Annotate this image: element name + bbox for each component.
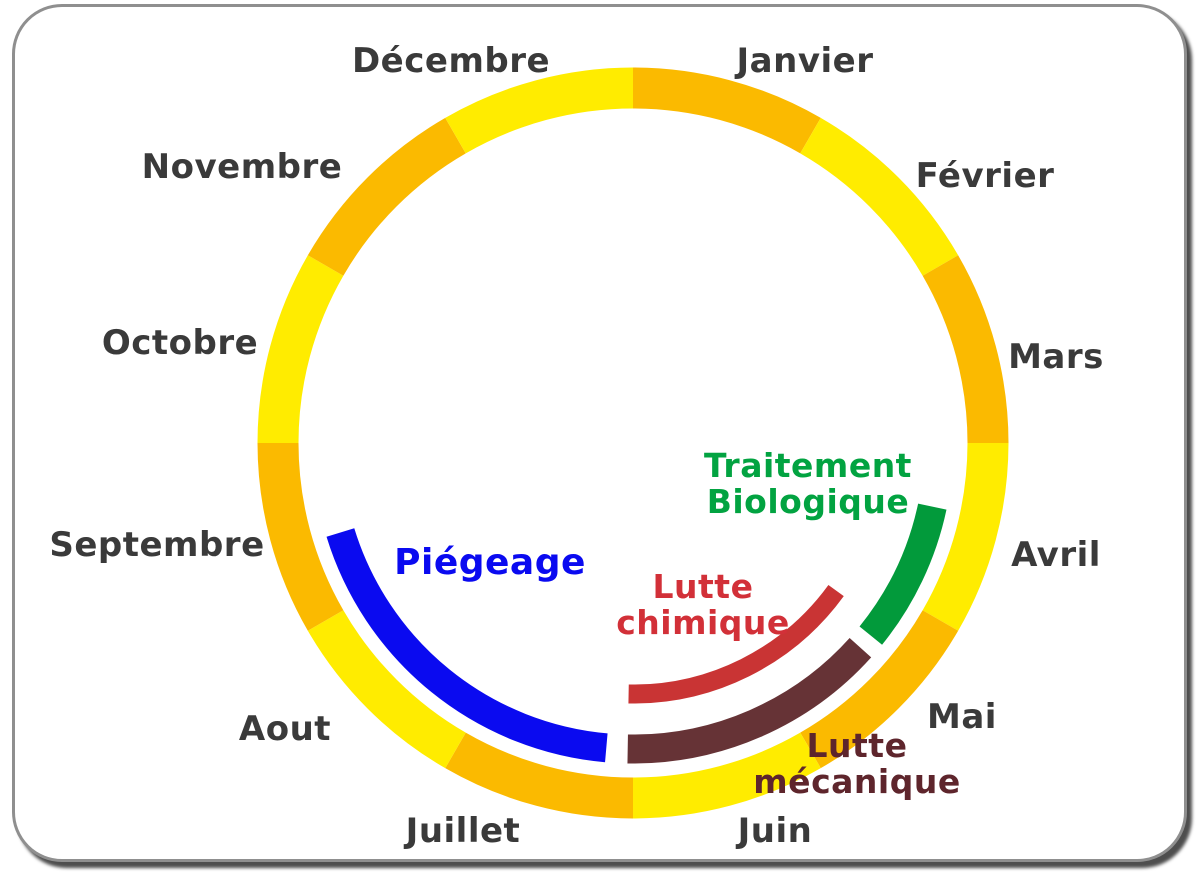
ring-segment-decembre	[445, 67, 634, 154]
month-label-septembre: Septembre	[49, 525, 264, 565]
arc-piegeage	[326, 528, 608, 763]
ring-segment-septembre	[257, 442, 344, 631]
label-traitement-biologique-line1: Traitement	[704, 446, 912, 485]
month-label-aout: Aout	[239, 709, 331, 749]
month-label-novembre: Novembre	[142, 147, 343, 187]
month-label-avril: Avril	[1011, 535, 1101, 575]
month-label-octobre: Octobre	[102, 323, 258, 363]
month-label-juin: Juin	[736, 811, 813, 851]
label-lutte-chimique-line1: Lutte	[653, 567, 754, 606]
ring-segment-mai	[800, 610, 959, 769]
ring-segment-janvier	[632, 67, 821, 154]
ring-segment-aout	[307, 610, 466, 769]
month-label-fevrier: Février	[916, 156, 1055, 196]
ring-segment-octobre	[257, 255, 344, 444]
label-traitement-biologique-line2: Biologique	[707, 482, 910, 521]
ring-segment-juin	[632, 732, 821, 819]
month-labels: Janvier Février Mars Avril Mai Juin Juil…	[49, 41, 1104, 851]
label-piegeage: Piégeage	[394, 542, 586, 583]
ring-segment-avril	[922, 442, 1009, 631]
month-label-decembre: Décembre	[352, 41, 550, 81]
month-label-mars: Mars	[1008, 337, 1104, 377]
month-label-janvier: Janvier	[735, 41, 874, 81]
label-lutte-chimique-line2: chimique	[616, 603, 790, 642]
ring-segment-juillet	[445, 732, 634, 819]
ring-segment-fevrier	[800, 117, 959, 276]
month-ring	[257, 67, 1009, 819]
ring-segment-novembre	[307, 117, 466, 276]
month-label-juillet: Juillet	[404, 811, 521, 851]
arc-traitement-biologique	[859, 503, 947, 645]
label-lutte-mecanique-line2: mécanique	[753, 762, 960, 801]
arc-lutte-chimique	[628, 585, 844, 704]
treatment-arcs	[326, 503, 947, 764]
arc-lutte-mecanique	[627, 637, 872, 764]
ring-segment-mars	[922, 255, 1009, 444]
treatment-labels: Piégeage Lutte chimique Traitement Biolo…	[394, 446, 960, 801]
label-lutte-mecanique-line1: Lutte	[807, 726, 908, 765]
month-label-mai: Mai	[927, 697, 997, 737]
